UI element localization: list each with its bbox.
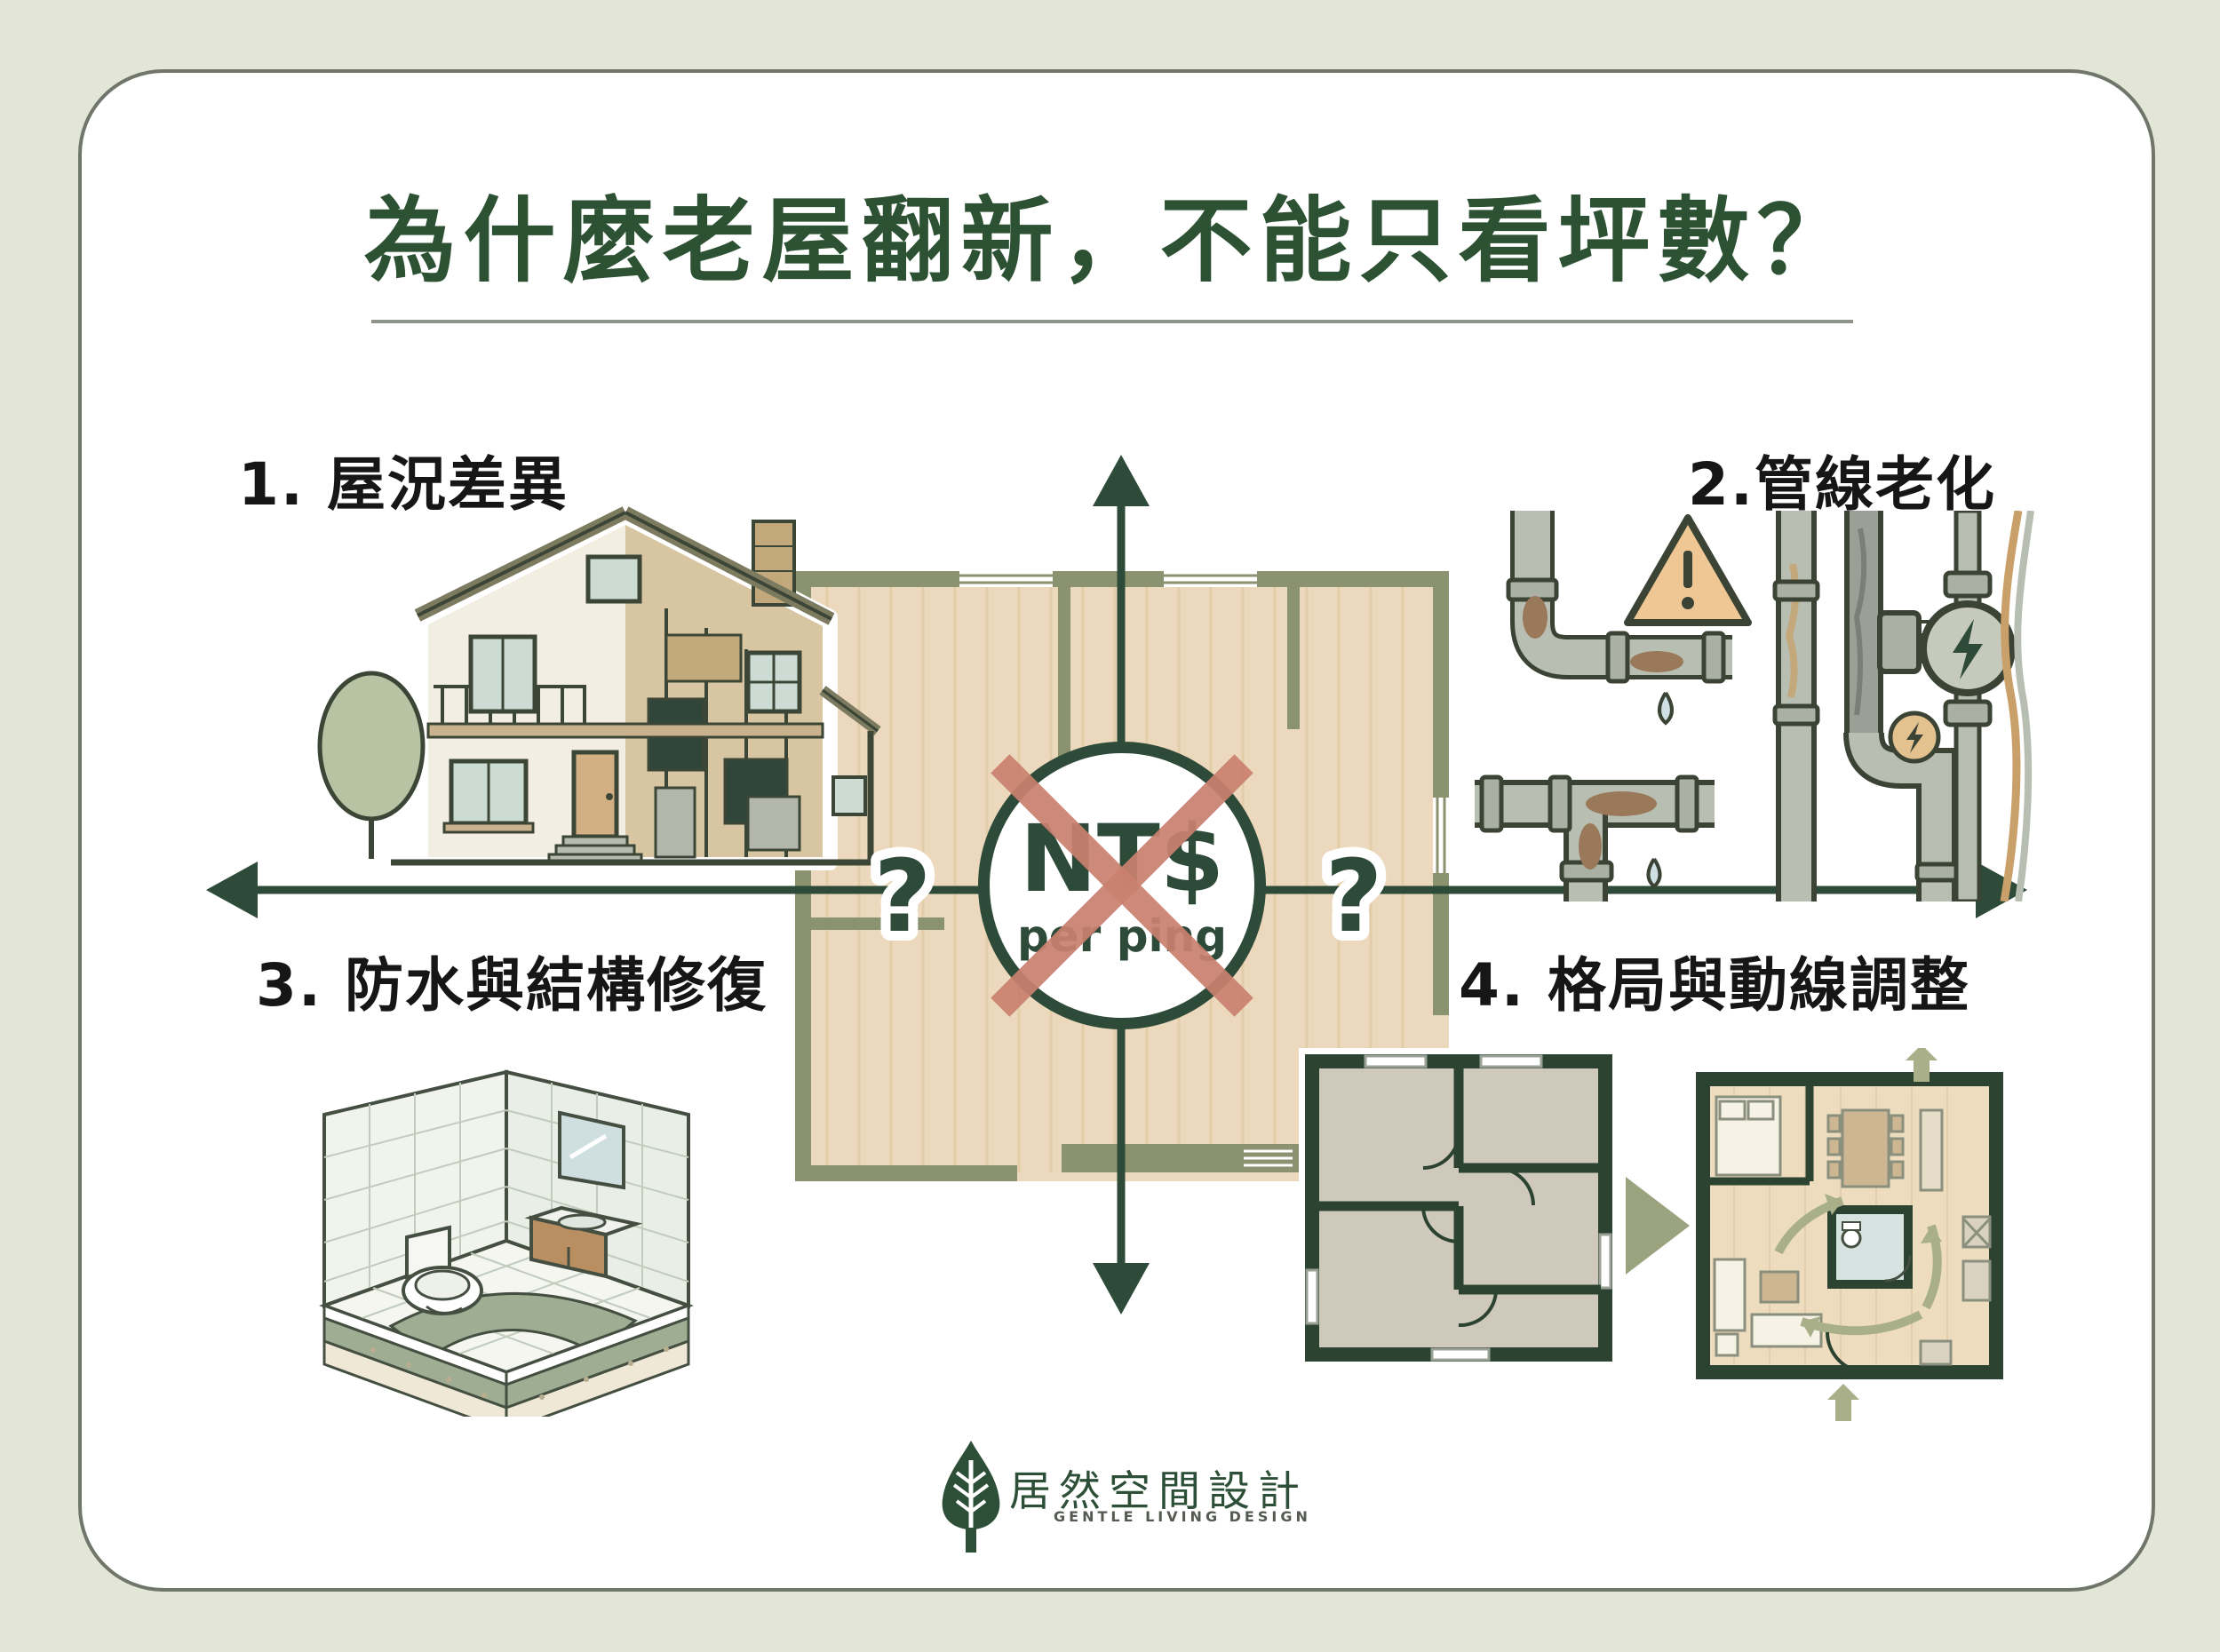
bathroom-box	[1827, 1205, 1913, 1289]
question-mark-right: ?	[1325, 839, 1383, 955]
corroded-tee-pipe	[1475, 774, 1715, 901]
section-label-pipe-aging: 2.管線老化	[1688, 450, 1996, 519]
leaking-elbow-pipe	[1506, 511, 1732, 726]
electric-meter-icon	[1920, 511, 2016, 901]
mirror-icon	[558, 1110, 625, 1190]
floorplans-illustration	[1299, 1048, 2003, 1421]
brand-logo-tree-icon	[942, 1441, 1000, 1553]
dining-set	[1826, 1108, 1905, 1188]
question-mark-left: ?	[874, 839, 932, 955]
page-title: 為什麼老屋翻新，不能只看坪數？	[363, 191, 1857, 293]
bed	[1715, 1095, 1782, 1177]
section-label-waterproof-structure: 3. 防水與結構修復	[256, 951, 768, 1020]
section-label-house-condition: 1. 屋況差異	[238, 450, 569, 519]
section-label-layout-flow: 4. 格局與動線調整	[1459, 951, 1970, 1020]
title-divider	[371, 320, 1853, 323]
vanity-cabinet	[524, 1205, 643, 1279]
floor-layer-stack	[322, 1303, 690, 1417]
brand-name: 居然空間設計	[1009, 1469, 1308, 1515]
house-illustration	[317, 503, 883, 870]
water-drop-icon	[1646, 857, 1662, 889]
bathroom-illustration	[319, 1069, 694, 1417]
transform-arrow	[1626, 1177, 1690, 1275]
power-warning-icon	[1888, 711, 1941, 764]
warning-icon	[1624, 514, 1752, 626]
water-drop-icon	[1658, 691, 1674, 726]
pipes-illustration	[1475, 511, 2034, 901]
price-per-ping-badge: NT$ per ping	[978, 742, 1266, 1029]
aged-risers-and-wiring	[1772, 511, 2034, 901]
old-floorplan	[1299, 1048, 1619, 1368]
porch	[819, 686, 881, 862]
toilet-icon	[402, 1225, 483, 1315]
tree-icon	[317, 671, 426, 859]
brand-tagline: GENTLE LIVING DESIGN	[1054, 1508, 1311, 1525]
new-floorplan	[1696, 1048, 2003, 1421]
entry-flow-arrows	[1827, 1048, 1938, 1421]
windows	[442, 554, 802, 834]
sofa-set	[1713, 1258, 1823, 1357]
